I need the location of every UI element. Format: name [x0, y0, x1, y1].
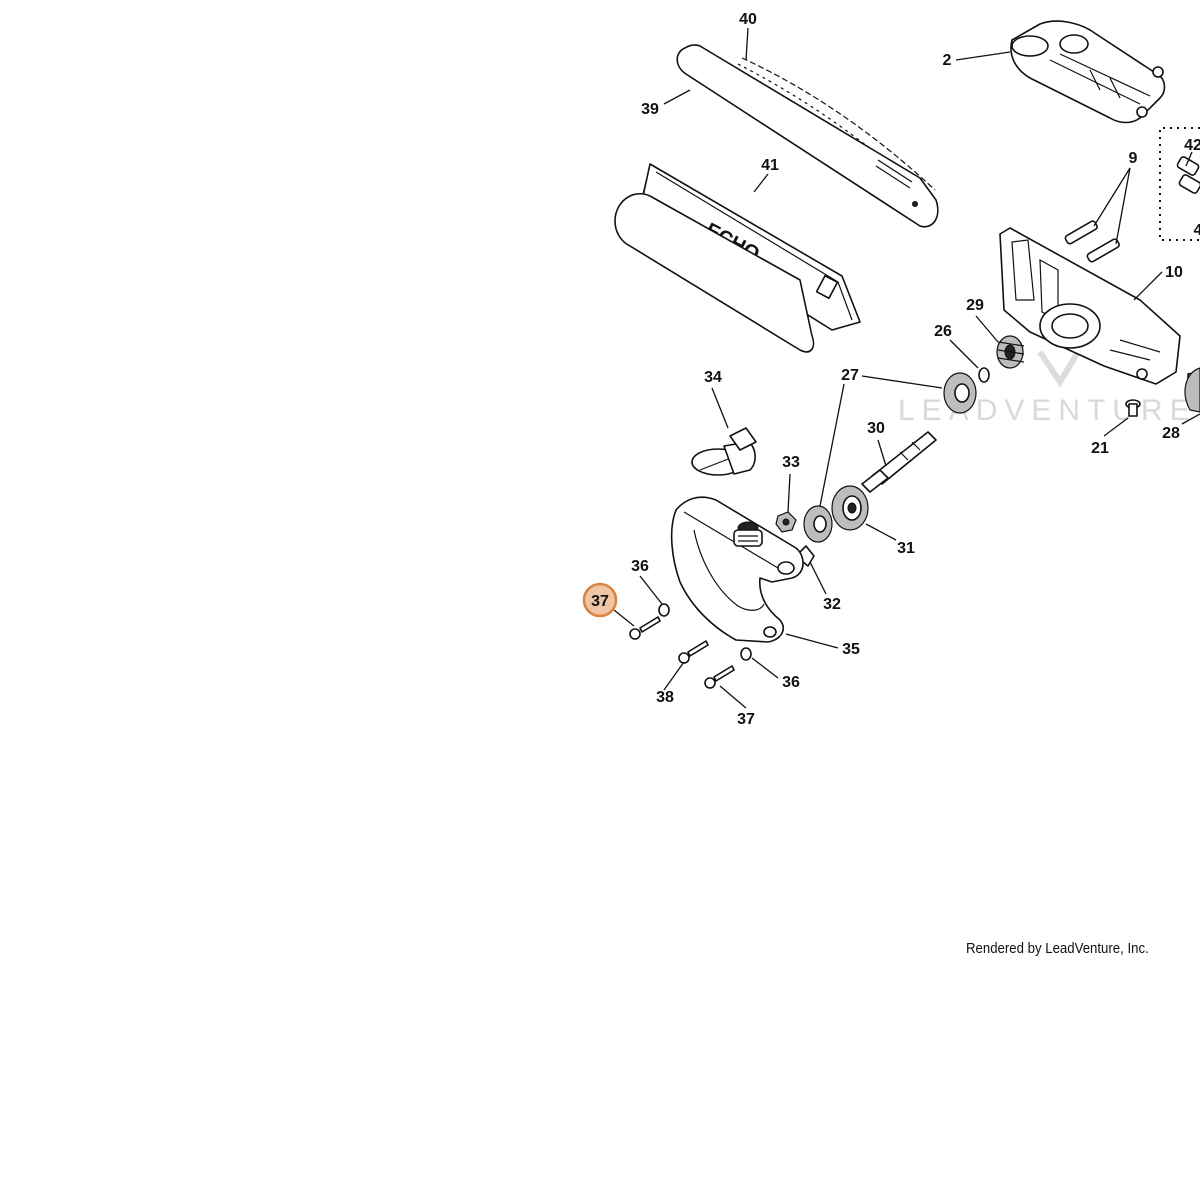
- shaft-part-30[interactable]: [861, 431, 937, 493]
- callout-10[interactable]: 10: [1165, 264, 1183, 281]
- callout-35[interactable]: 35: [842, 641, 860, 658]
- callout-28[interactable]: 28: [1162, 425, 1180, 442]
- render-credit: Rendered by LeadVenture, Inc.: [966, 940, 1149, 957]
- screw-part-37-upper[interactable]: [629, 616, 661, 640]
- screw-part-38[interactable]: [678, 640, 709, 664]
- callout-33[interactable]: 33: [782, 454, 800, 471]
- pin-part-42[interactable]: [1176, 156, 1200, 194]
- pins-part-9[interactable]: [1064, 220, 1120, 263]
- spacer-part-36-upper[interactable]: [658, 603, 670, 617]
- svg-text:LEADVENTURE: LEADVENTURE: [898, 394, 1197, 427]
- bearing-part-27-lower[interactable]: [803, 505, 833, 543]
- highlighted-callout-37[interactable]: 37: [582, 582, 618, 618]
- screw-part-37-lower[interactable]: [704, 665, 735, 689]
- bar-cover-part-41[interactable]: ECHO: [614, 163, 861, 353]
- svg-text:37: 37: [591, 593, 609, 610]
- callout-26[interactable]: 26: [934, 323, 952, 340]
- callout-31[interactable]: 31: [897, 540, 915, 557]
- oil-cap-part-34[interactable]: [691, 427, 757, 476]
- sub-assembly-box: [1159, 127, 1200, 241]
- worm-gear-part-29[interactable]: [996, 335, 1025, 369]
- callout-29[interactable]: 29: [966, 297, 984, 314]
- plug-part-32[interactable]: [795, 545, 815, 567]
- spacer-part-36-lower[interactable]: [740, 647, 752, 661]
- sprocket-part-28[interactable]: [1184, 367, 1200, 413]
- gear-part-31[interactable]: [831, 485, 869, 531]
- saw-chain-part-40[interactable]: [737, 57, 936, 197]
- callout-27[interactable]: 27: [841, 367, 859, 384]
- leader-lines: [613, 27, 1200, 709]
- callout-38[interactable]: 38: [656, 689, 674, 706]
- callout-labels: 40 2 39 42 9 4 41 10 29 26 34 27 21 28 3…: [631, 11, 1200, 728]
- callout-21[interactable]: 21: [1091, 440, 1109, 457]
- bolt-part-21[interactable]: [1125, 399, 1141, 417]
- oil-tank-part-35[interactable]: [670, 496, 804, 643]
- callout-36-lower[interactable]: 36: [782, 674, 800, 691]
- callout-9[interactable]: 9: [1129, 150, 1138, 167]
- callout-37-lower[interactable]: 37: [737, 711, 755, 728]
- callout-40[interactable]: 40: [739, 11, 757, 28]
- callout-39[interactable]: 39: [641, 101, 659, 118]
- callout-32[interactable]: 32: [823, 596, 841, 613]
- callout-34[interactable]: 34: [704, 369, 722, 386]
- callout-41[interactable]: 41: [761, 157, 779, 174]
- callout-30[interactable]: 30: [867, 420, 885, 437]
- callout-36-upper[interactable]: 36: [631, 558, 649, 575]
- o-ring-part-26[interactable]: [978, 367, 990, 383]
- bearing-part-27-upper[interactable]: [943, 372, 977, 414]
- callout-2[interactable]: 2: [943, 52, 952, 69]
- guide-bar-part-39[interactable]: [676, 44, 939, 228]
- nut-part-33[interactable]: [775, 511, 797, 533]
- gear-case-part-2[interactable]: [1010, 20, 1166, 124]
- callout-42[interactable]: 42: [1184, 137, 1200, 154]
- callout-4[interactable]: 4: [1194, 222, 1200, 239]
